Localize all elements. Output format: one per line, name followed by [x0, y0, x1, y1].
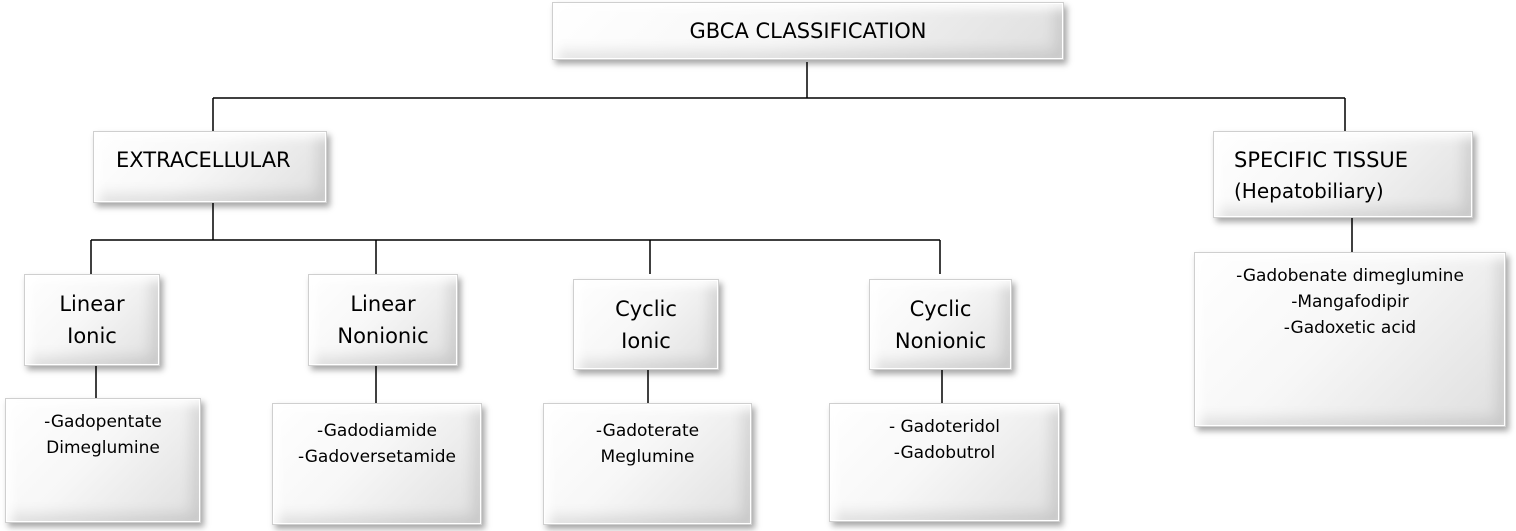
extracellular-node: EXTRACELLULAR — [93, 131, 327, 203]
group-label-line2: Ionic — [621, 328, 671, 353]
group-cyclic-nonionic: Cyclic Nonionic — [869, 279, 1012, 370]
agent-gadoteridol: - Gadoteridol — [888, 417, 1001, 437]
agent-dimeglumine: Dimeglumine — [46, 438, 160, 458]
agent-gadoterate: -Gadoterate — [595, 421, 700, 441]
specific-agents-box: -Gadobenate dimeglumine -Mangafodipir -G… — [1194, 252, 1506, 427]
group-cyclic-ionic: Cyclic Ionic — [573, 279, 719, 370]
agent-gadodiamide: -Gadodiamide — [316, 421, 437, 441]
agent-gadobenate: -Gadobenate dimeglumine — [1236, 266, 1464, 286]
group-label-line1: Linear — [350, 292, 416, 316]
group-label-line2: Nonionic — [894, 328, 987, 353]
agent-gadoxetic-acid: -Gadoxetic acid — [1283, 318, 1417, 338]
agent-gadoversetamide: -Gadoversetamide — [298, 447, 456, 467]
agents-linear-ionic: -Gadopentate Dimeglumine — [5, 398, 201, 523]
group-linear-ionic: Linear Ionic — [24, 274, 160, 366]
group-label-line1: Linear — [59, 292, 125, 316]
agent-meglumine: Meglumine — [600, 447, 695, 467]
group-label-line2: Nonionic — [337, 324, 429, 348]
group-label-line2: Ionic — [67, 324, 117, 348]
group-label-line1: Cyclic — [909, 296, 972, 321]
agents-cyclic-ionic: -Gadoterate Meglumine — [543, 403, 752, 525]
extracellular-title: EXTRACELLULAR — [116, 148, 291, 172]
agent-mangafodipir: -Mangafodipir — [1291, 292, 1409, 312]
group-label-line1: Cyclic — [615, 296, 677, 321]
specific-title-line2: (Hepatobiliary) — [1234, 179, 1384, 203]
specific-title-line1: SPECIFIC TISSUE — [1234, 148, 1409, 172]
group-linear-nonionic: Linear Nonionic — [308, 274, 458, 366]
root-node: GBCA CLASSIFICATION — [552, 2, 1064, 60]
agents-cyclic-nonionic: - Gadoteridol -Gadobutrol — [829, 403, 1060, 522]
agent-gadopentate: -Gadopentate — [44, 412, 162, 432]
agent-gadobutrol: -Gadobutrol — [893, 443, 996, 463]
agents-linear-nonionic: -Gadodiamide -Gadoversetamide — [272, 403, 482, 525]
specific-tissue-node: SPECIFIC TISSUE (Hepatobiliary) — [1213, 131, 1473, 218]
root-title: GBCA CLASSIFICATION — [689, 19, 927, 43]
